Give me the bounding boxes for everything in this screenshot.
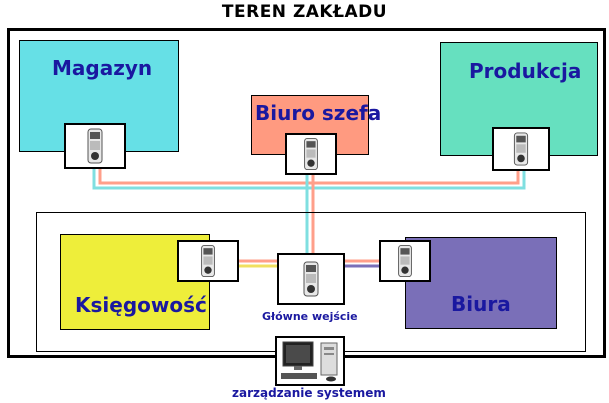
reader-magazyn <box>64 123 126 169</box>
room-biuro-szefa: Biuro szefa <box>251 95 381 155</box>
room-label-produkcja: Produkcja <box>469 59 582 83</box>
room-label-biuro-szefa: Biuro szefa <box>255 101 382 125</box>
fingerprint-reader-icon <box>87 128 103 164</box>
room-magazyn: Magazyn <box>19 40 179 152</box>
reader-biura <box>379 240 431 282</box>
reader-ksiegowosc <box>177 240 239 282</box>
room-label-magazyn: Magazyn <box>52 56 153 80</box>
fingerprint-reader-icon <box>201 244 215 278</box>
computer-icon <box>281 341 338 382</box>
fingerprint-reader-icon <box>304 137 318 171</box>
reader-produkcja <box>492 127 550 171</box>
room-label-ksiegowosc: Księgowość <box>75 293 207 317</box>
management-computer <box>275 336 345 386</box>
entrance-caption: Główne wejście <box>262 310 358 323</box>
room-label-biura: Biura <box>451 292 511 316</box>
reader-biuro-szefa <box>285 133 337 175</box>
fingerprint-reader-icon <box>513 132 529 166</box>
reader-main-entrance <box>277 253 345 305</box>
fingerprint-reader-icon <box>303 261 319 297</box>
fingerprint-reader-icon <box>398 244 412 278</box>
management-caption: zarządzanie systemem <box>232 386 386 400</box>
page-title: TEREN ZAKŁADU <box>221 2 388 22</box>
